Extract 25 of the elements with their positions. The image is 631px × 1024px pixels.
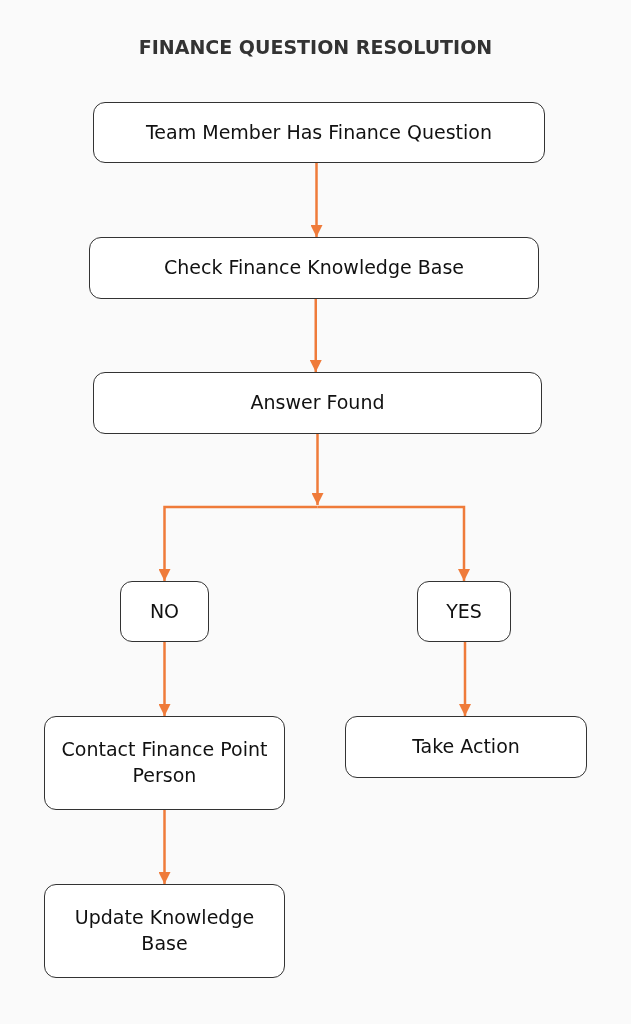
arrow: [158, 642, 171, 716]
node-label: YES: [445, 598, 483, 624]
arrow: [158, 505, 318, 581]
node-label: Update Knowledge Base: [73, 905, 256, 956]
process-box: [93, 372, 542, 434]
arrow: [158, 810, 171, 884]
node-label: Take Action: [411, 734, 521, 760]
node-label: NO: [148, 598, 181, 624]
node-label: Contact Finance Point Person: [60, 737, 269, 788]
process-box: [89, 237, 539, 299]
process-box: [417, 581, 511, 642]
process-box: [345, 716, 587, 778]
process-box: [93, 102, 545, 163]
arrow: [310, 163, 323, 237]
arrow: [459, 642, 471, 716]
diagram-title: FINANCE QUESTION RESOLUTION: [137, 36, 494, 58]
arrow: [317, 505, 470, 581]
node-label: Answer Found: [249, 390, 386, 416]
arrow: [309, 299, 322, 372]
node-label: Check Finance Knowledge Base: [163, 255, 465, 281]
process-box: [44, 716, 285, 810]
process-box: [120, 581, 209, 642]
node-label: Team Member Has Finance Question: [145, 119, 493, 145]
arrow: [311, 434, 324, 505]
process-box: [44, 884, 285, 978]
